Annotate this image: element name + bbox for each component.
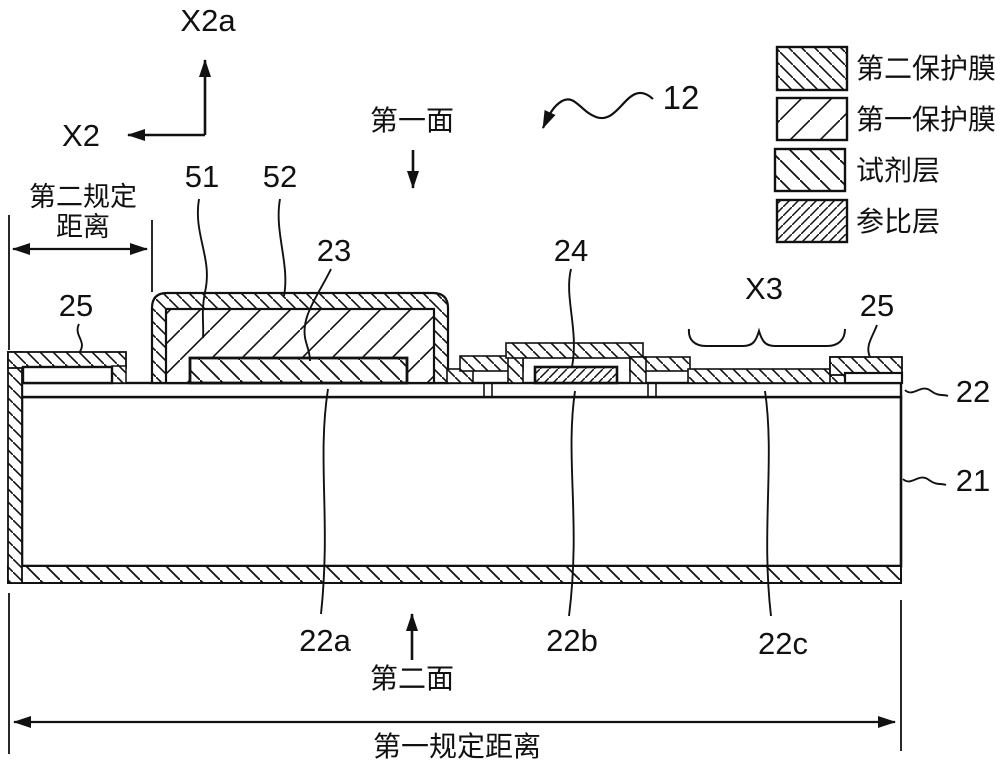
second-distance-label-line2: 距离 bbox=[56, 212, 110, 242]
electrode-25-left bbox=[21, 365, 114, 385]
callout-25-left: 25 bbox=[58, 288, 94, 323]
leader-52 bbox=[277, 198, 287, 297]
leader-22c bbox=[764, 390, 772, 617]
x3-film-band bbox=[687, 368, 833, 384]
electrode-gap-a-b bbox=[483, 383, 493, 397]
left-film-wall bbox=[7, 351, 23, 584]
callout-25-right: 25 bbox=[859, 288, 895, 323]
second-face-label: 第二面 bbox=[369, 663, 454, 694]
mesa-wall-right bbox=[629, 356, 647, 384]
first-face-label: 第一面 bbox=[369, 105, 454, 136]
legend-swatch-reference-layer bbox=[775, 198, 849, 244]
electrode-layer-22 bbox=[20, 381, 903, 399]
topleft-film-band bbox=[7, 351, 127, 369]
callout-52: 52 bbox=[262, 159, 298, 194]
axis-label-x2a: X2a bbox=[180, 3, 236, 38]
callout-x3: X3 bbox=[745, 271, 783, 306]
callout-24: 24 bbox=[553, 233, 589, 268]
leader-23 bbox=[303, 268, 332, 362]
callout-22: 22 bbox=[955, 374, 991, 409]
topleft-film-step bbox=[111, 365, 127, 384]
legend-label-second-protective-film: 第二保护膜 bbox=[856, 53, 997, 84]
electrode-gap-b-c bbox=[647, 383, 657, 397]
leader-25-left bbox=[76, 323, 83, 354]
leader-51 bbox=[197, 198, 208, 339]
leader-24 bbox=[568, 268, 575, 368]
leader-25-right bbox=[867, 324, 878, 358]
callout-51: 51 bbox=[184, 159, 220, 194]
legend-swatch-reagent-layer bbox=[773, 147, 847, 193]
legend-label-reagent-layer: 试剂层 bbox=[856, 155, 941, 186]
callout-22c: 22c bbox=[758, 626, 808, 661]
callout-22a: 22a bbox=[299, 623, 351, 658]
leader-22b bbox=[568, 390, 576, 617]
callout-12: 12 bbox=[662, 79, 700, 116]
callout-22b: 22b bbox=[546, 623, 598, 658]
x3-brace bbox=[687, 327, 846, 347]
second-distance-label-line1: 第二规定 bbox=[29, 182, 137, 212]
callout-23: 23 bbox=[316, 233, 352, 268]
first-distance-label: 第一规定距离 bbox=[372, 731, 541, 762]
mesa-wall-left bbox=[507, 355, 524, 384]
leader-22 bbox=[904, 387, 949, 397]
legend-label-reference-layer: 参比层 bbox=[856, 206, 941, 237]
callout-21: 21 bbox=[955, 463, 991, 498]
axis-label-x2: X2 bbox=[62, 118, 100, 153]
reference-layer-24 bbox=[533, 365, 619, 385]
legend-label-first-protective-film: 第一保护膜 bbox=[856, 104, 997, 135]
legend-swatch-first-protective-film bbox=[775, 96, 849, 142]
reagent-layer-23 bbox=[188, 356, 409, 385]
substrate-21 bbox=[20, 395, 903, 568]
device-12-arrow bbox=[541, 91, 654, 129]
electrode-25-right bbox=[843, 371, 904, 385]
leader-21 bbox=[902, 476, 947, 486]
legend-swatch-second-protective-film bbox=[775, 45, 849, 92]
leader-22a bbox=[320, 388, 329, 615]
